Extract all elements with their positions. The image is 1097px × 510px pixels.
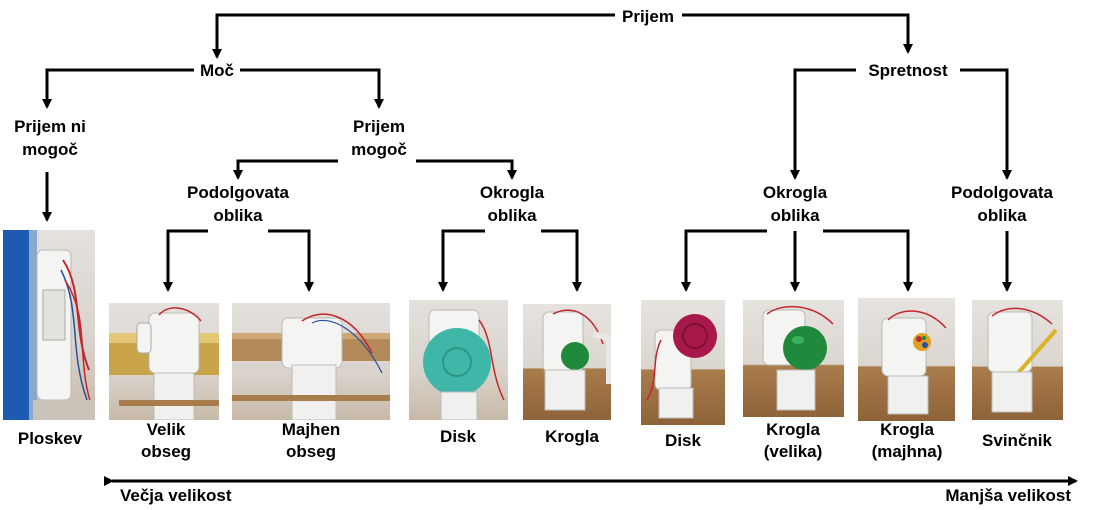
photo-velik-obseg xyxy=(109,303,219,420)
caption-disk-precision-line1: Disk xyxy=(665,431,701,450)
photo-svincnik xyxy=(972,300,1063,420)
edge-prehensile-elongated xyxy=(233,159,338,180)
edge-root-power xyxy=(212,13,615,59)
node-precision-round-line2: oblika xyxy=(770,206,820,225)
caption-velik-obseg-line1: Velik xyxy=(146,420,186,439)
edge-sround-krogla-majhna xyxy=(823,229,913,292)
node-precision-round-line1: Okrogla xyxy=(762,183,828,202)
node-non-prehensile-line1: Prijem ni xyxy=(14,117,86,136)
node-precision-round: Okrogla oblika xyxy=(762,181,828,227)
caption-krogla-power: Krogla xyxy=(545,426,599,448)
size-axis-smaller-label: Manjša velikost xyxy=(945,486,1071,505)
caption-krogla-majhna-line1: Krogla xyxy=(880,420,934,439)
node-non-prehensile: Prijem ni mogoč xyxy=(14,115,86,161)
edge-pround-disk xyxy=(438,229,485,292)
node-power-elongated: Podolgovata oblika xyxy=(186,181,290,227)
caption-disk-power-line1: Disk xyxy=(440,427,476,446)
photo-krogla-majhna xyxy=(858,298,955,421)
caption-svincnik-line1: Svinčnik xyxy=(982,431,1052,450)
caption-svincnik: Svinčnik xyxy=(982,430,1052,452)
photo-krogla-power xyxy=(523,304,611,420)
node-non-prehensile-line2: mogoč xyxy=(22,140,78,159)
photo-disk-power xyxy=(409,300,508,420)
edge-root-precision xyxy=(682,13,913,54)
node-power-round-line2: oblika xyxy=(487,206,537,225)
edge-pelong-majhen xyxy=(268,229,314,292)
caption-disk-power: Disk xyxy=(440,426,476,448)
caption-velik-obseg: Velik obseg xyxy=(141,419,191,463)
caption-disk-precision: Disk xyxy=(665,430,701,452)
edge-power-prehensile xyxy=(240,68,384,109)
caption-krogla-velika-line1: Krogla xyxy=(766,420,820,439)
node-precision-elongated: Podolgovata oblika xyxy=(950,181,1054,227)
node-grasp: Prijem xyxy=(622,5,674,28)
caption-krogla-velika-line2: (velika) xyxy=(763,442,823,461)
edge-sround-disk xyxy=(681,229,767,292)
edge-pround-krogla xyxy=(541,229,582,292)
edge-prehensile-round xyxy=(416,159,517,180)
node-power-round-line1: Okrogla xyxy=(479,183,545,202)
caption-ploskev: Ploskev xyxy=(18,428,82,450)
node-prehensile-line2: mogoč xyxy=(351,140,407,159)
caption-majhen-obseg-line1: Majhen xyxy=(281,420,341,439)
photo-krogla-velika xyxy=(743,300,844,417)
caption-majhen-obseg: Majhen obseg xyxy=(282,419,341,463)
edge-precision-elongated xyxy=(960,68,1012,180)
node-prehensile: Prijem mogoč xyxy=(351,115,407,161)
caption-velik-obseg-line2: obseg xyxy=(140,442,192,461)
caption-krogla-majhna: Krogla (majhna) xyxy=(872,419,943,463)
node-precision: Spretnost xyxy=(868,59,948,82)
edge-precision-round xyxy=(790,68,856,180)
photo-disk-precision xyxy=(641,300,725,425)
caption-krogla-majhna-line2: (majhna) xyxy=(871,442,943,461)
node-precision-elongated-line2: oblika xyxy=(977,206,1027,225)
caption-ploskev-line1: Ploskev xyxy=(17,429,83,448)
size-axis-larger-label: Večja velikost xyxy=(120,486,232,505)
node-power-elongated-line2: oblika xyxy=(213,206,263,225)
node-precision-elongated-line1: Podolgovata xyxy=(950,183,1054,202)
photo-majhen-obseg xyxy=(232,303,390,420)
caption-majhen-obseg-line2: obseg xyxy=(285,442,337,461)
photo-ploskev xyxy=(3,230,95,420)
node-power-round: Okrogla oblika xyxy=(479,181,545,227)
node-power: Moč xyxy=(200,59,234,82)
caption-krogla-power-line1: Krogla xyxy=(545,427,599,446)
edge-power-nonprehensile xyxy=(42,68,194,109)
node-power-elongated-line1: Podolgovata xyxy=(186,183,290,202)
caption-krogla-velika: Krogla (velika) xyxy=(764,419,823,463)
node-prehensile-line1: Prijem xyxy=(353,117,405,136)
edge-pelong-velik xyxy=(163,229,208,292)
